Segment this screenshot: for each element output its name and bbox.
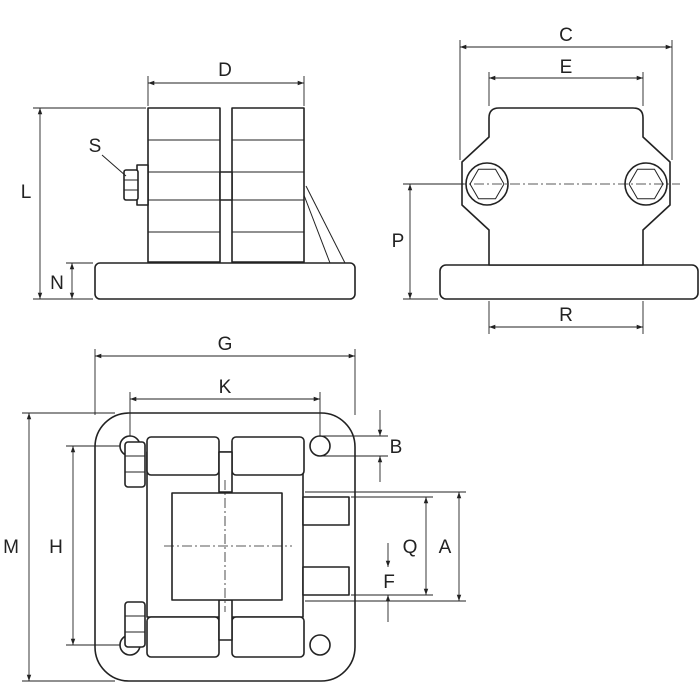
- label-m: M: [3, 537, 19, 558]
- hex-bolt-head: [123, 164, 149, 206]
- label-q: Q: [403, 537, 418, 558]
- top-upper-bolt-head: [124, 441, 146, 488]
- front-tie-rod: [301, 189, 331, 264]
- label-r: R: [559, 305, 573, 326]
- label-s: S: [89, 136, 102, 157]
- label-k: K: [219, 377, 232, 398]
- mounting-hole: [309, 435, 331, 457]
- front-right-stack: [231, 107, 305, 263]
- label-a: A: [439, 537, 452, 558]
- top-lower-left-block: [146, 616, 220, 658]
- top-lower-bolt-head: [124, 601, 146, 648]
- label-d: D: [218, 60, 232, 81]
- label-l: L: [21, 182, 32, 203]
- front-left-stack: [147, 107, 221, 263]
- top-view: [22, 349, 466, 682]
- top-center-bore: [171, 492, 283, 601]
- top-upper-right-block: [231, 436, 305, 476]
- top-lower-right-block: [231, 616, 305, 658]
- side-clamp-body: [461, 107, 671, 266]
- front-view: [33, 76, 356, 300]
- top-upper-stud: [302, 496, 350, 526]
- label-g: G: [218, 334, 233, 355]
- front-middle-spacer: [219, 171, 233, 201]
- label-c: C: [559, 25, 573, 46]
- side-base-plate: [439, 264, 699, 300]
- top-upper-left-block: [146, 436, 220, 476]
- label-h: H: [49, 537, 63, 558]
- mounting-hole: [309, 634, 331, 656]
- label-b: B: [390, 437, 403, 458]
- dimension-labels: D L N S C E P R G K M H B A Q F: [3, 25, 573, 593]
- label-e: E: [560, 57, 573, 78]
- leader-s: [101, 154, 127, 177]
- label-f: F: [383, 572, 395, 593]
- label-n: N: [50, 273, 64, 294]
- label-p: P: [392, 231, 405, 252]
- front-base-plate: [94, 262, 356, 300]
- top-lower-stud: [302, 566, 350, 596]
- side-view: [403, 40, 699, 334]
